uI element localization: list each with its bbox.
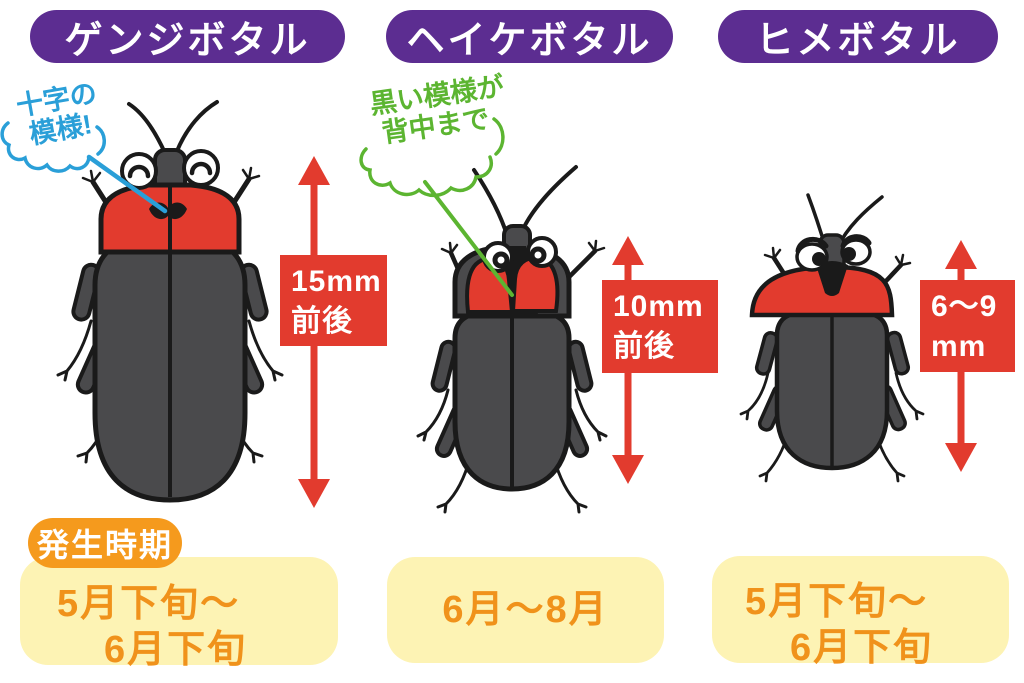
hime-firefly-illustration [739,193,925,483]
size-unit: mm [931,330,987,363]
species-pill-genji: ゲンジボタル [30,10,345,63]
species-name-genji: ゲンジボタル [64,20,311,62]
period-header-label: 発生時期 [36,527,173,563]
genji-period-box: 5月下旬〜 6月下旬 [20,557,338,671]
size-value: 6〜9 [931,290,998,323]
species-pill-heike: ヘイケボタル [386,10,673,63]
genji-callout-bubble [0,121,168,214]
species-pill-hime: ヒメボタル [718,10,998,63]
period-line-2: 6月下旬 [104,629,248,671]
cloud-curl [492,117,505,156]
size-unit: 前後 [291,305,353,338]
size-value: 10mm [613,290,704,323]
heike-period-box: 6月〜8月 [387,557,664,663]
hime-eyes [795,234,872,272]
hime-period-box: 5月下旬〜 6月下旬 [712,556,1009,669]
pointer-line [423,180,514,297]
heike-eyes [482,236,558,273]
period-line-1: 5月下旬〜 [57,583,241,625]
period-line-1: 6月〜8月 [442,589,609,631]
period-header-pill: 発生時期 [28,518,182,568]
genji-eyes [120,149,220,190]
pointer-line [86,154,168,214]
heike-size-label: 10mm 前後 [602,280,718,373]
heike-callout-bubble [359,117,514,297]
cloud-scallops [359,147,493,198]
hime-black-marking [816,261,848,296]
hime-legs [739,330,925,483]
size-unit: 前後 [613,330,675,363]
genji-firefly-illustration [56,100,284,503]
cloud-scallops [0,121,91,173]
species-name-hime: ヒメボタル [755,20,961,62]
hime-size-label: 6〜9 mm [920,280,1015,372]
genji-size-label: 15mm 前後 [280,255,387,346]
heike-firefly-illustration [416,165,608,514]
species-name-heike: ヘイケボタル [406,20,653,62]
period-line-2: 6月下旬 [790,627,934,669]
genji-antennae [127,100,219,155]
cloud-curl [95,125,106,156]
size-value: 15mm [291,265,382,298]
period-line-1: 5月下旬〜 [745,581,929,623]
